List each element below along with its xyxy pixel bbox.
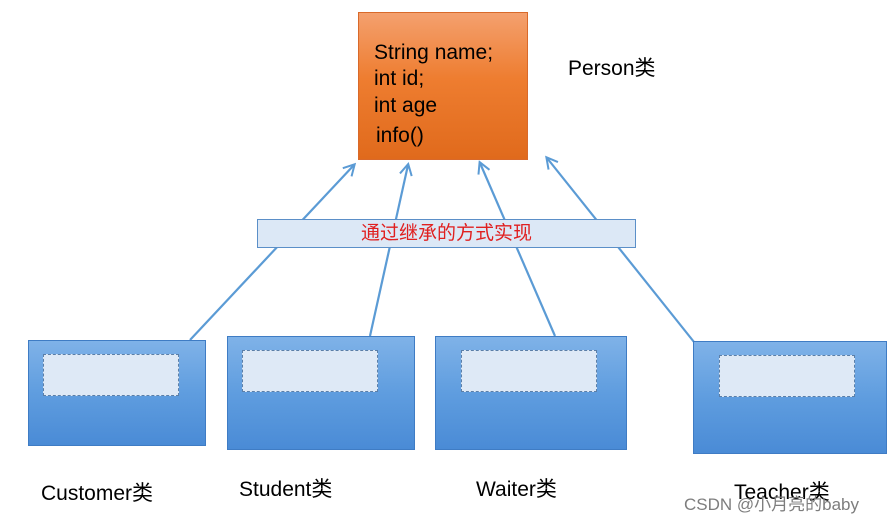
person-class-box: String name; int id; int age info(): [358, 12, 528, 160]
field-age: int age: [374, 94, 438, 117]
customer-class-label: Customer类: [41, 482, 154, 505]
waiter-class-label: Waiter类: [476, 478, 557, 501]
arrow-waiter: [480, 163, 557, 337]
customer-class-box: [28, 340, 206, 446]
waiter-inner-box: [461, 350, 597, 392]
customer-inner-box: [43, 354, 179, 396]
arrow-customer: [189, 165, 354, 341]
method-info: info(): [376, 124, 424, 147]
student-inner-box: [242, 350, 378, 392]
banner-text: 通过继承的方式实现: [360, 222, 532, 244]
arrow-teacher: [547, 158, 695, 343]
teacher-class-label: Teacher类: [734, 481, 830, 504]
inheritance-banner: 通过继承的方式实现: [257, 219, 636, 248]
teacher-inner-box: [719, 355, 855, 397]
person-class-label: Person类: [568, 57, 656, 80]
csdn-watermark: CSDN @小月亮的baby: [684, 495, 860, 514]
field-id: int id;: [374, 67, 425, 90]
teacher-class-box: [693, 341, 887, 454]
arrow-student: [368, 165, 408, 337]
student-class-box: [227, 336, 415, 450]
waiter-class-box: [435, 336, 627, 450]
student-class-label: Student类: [239, 478, 333, 501]
field-name: String name;: [374, 41, 494, 64]
